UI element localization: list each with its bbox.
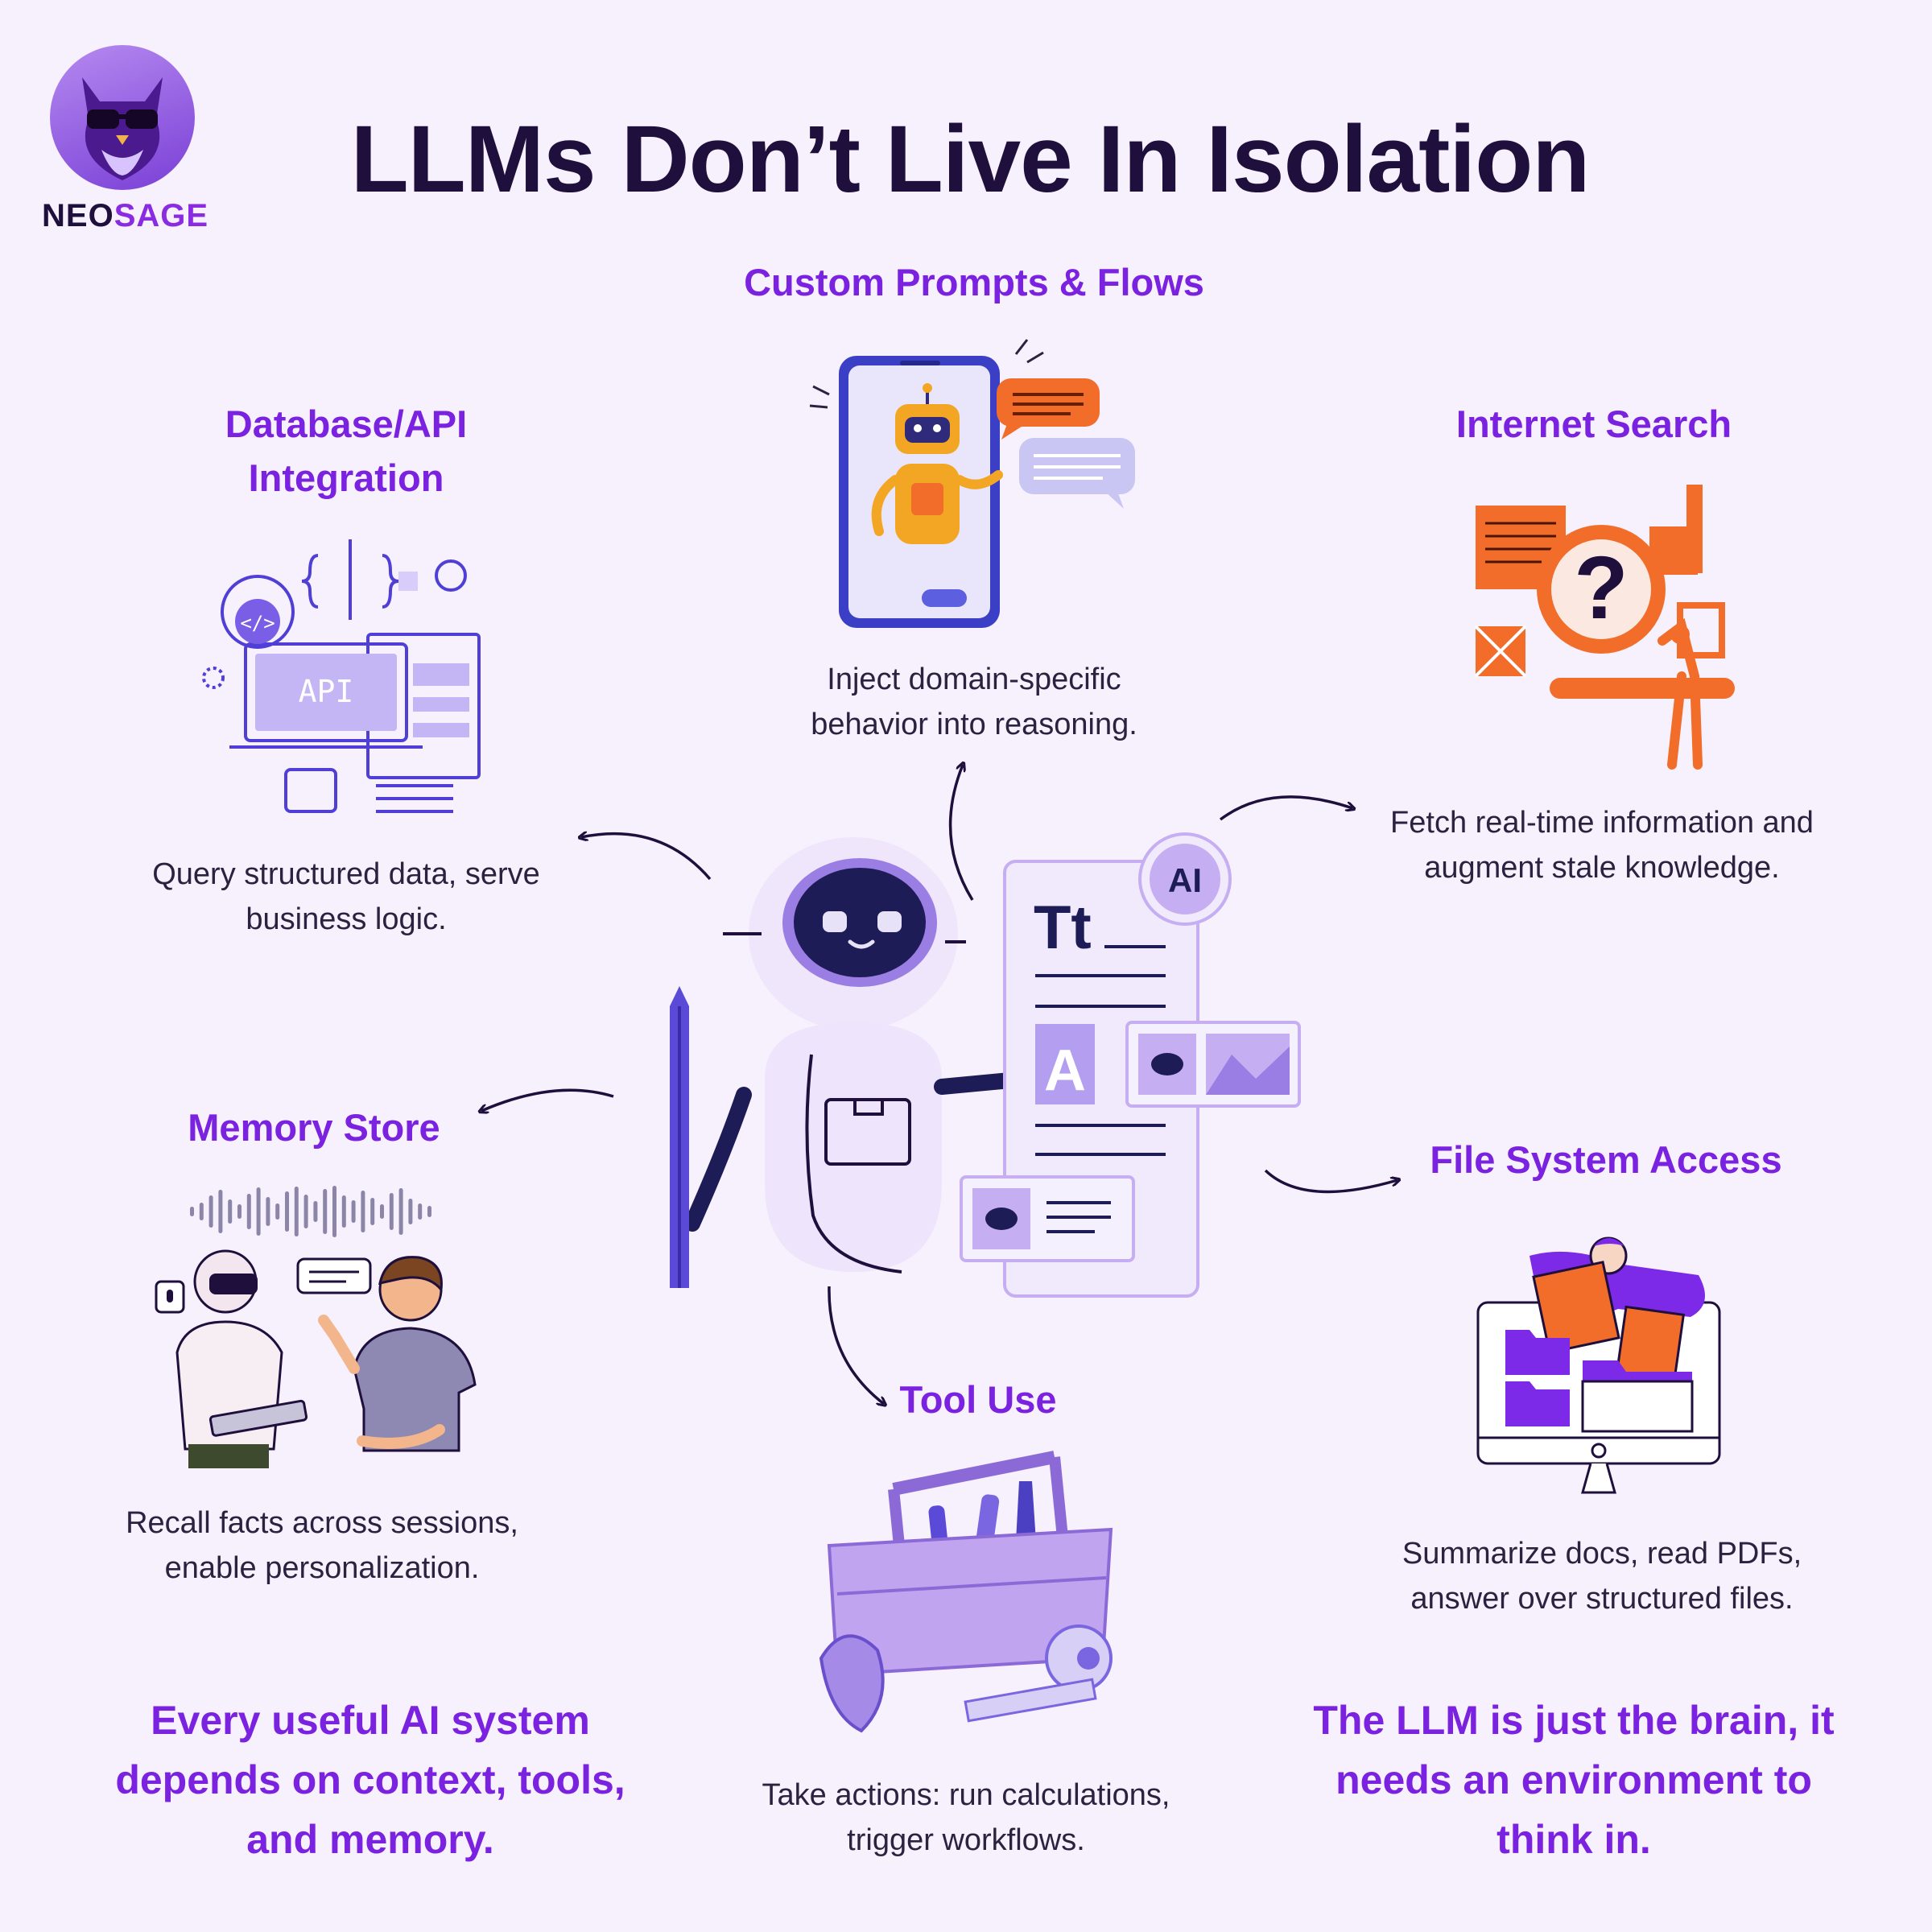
- tools-heading: Tool Use: [899, 1378, 1057, 1421]
- arrow-to-memory: [481, 1088, 614, 1111]
- waveform-bar: [389, 1193, 394, 1230]
- waveform-bar: [303, 1195, 308, 1228]
- doc-type-label: Tt: [1034, 894, 1092, 962]
- ai-badge: AI: [1168, 861, 1202, 899]
- api-illustration: </> API: [202, 539, 481, 813]
- tools-description: Take actions: run calculations, trigger …: [762, 1778, 1170, 1858]
- waveform-bar: [313, 1201, 318, 1222]
- memory-description: Recall facts across sessions, enable per…: [126, 1506, 518, 1586]
- arrow-to-internet: [1219, 795, 1352, 821]
- database-heading: Database/API Integration: [225, 402, 468, 499]
- page-title: LLMs Don’t Live In Isolation: [350, 106, 1591, 213]
- brand-suffix: SAGE: [114, 198, 209, 233]
- phone-robot-illustration: [809, 339, 1135, 628]
- waveform-bar: [418, 1203, 423, 1220]
- internet-search-illustration: ?: [1474, 485, 1735, 770]
- waveform-bar: [332, 1186, 336, 1237]
- brand-wordmark: NEOSAGE: [42, 198, 208, 234]
- svg-text:?: ?: [1574, 539, 1628, 638]
- footer-right: The LLM is just the brain, it needs an e…: [1313, 1698, 1835, 1862]
- api-label: API: [299, 674, 354, 709]
- waveform-bar: [341, 1195, 346, 1228]
- prompts-description: Inject domain-specific behavior into rea…: [811, 663, 1137, 742]
- waveform-bar: [275, 1203, 280, 1220]
- arrow-to-files: [1264, 1169, 1397, 1194]
- waveform-bar: [361, 1191, 365, 1232]
- toolbox-illustration: [819, 1451, 1113, 1733]
- waveform-bar: [228, 1199, 233, 1224]
- waveform-bar: [208, 1195, 213, 1228]
- memory-heading: Memory Store: [188, 1106, 440, 1149]
- brand-prefix: NEO: [42, 198, 114, 233]
- database-description: Query structured data, serve business lo…: [152, 857, 540, 937]
- waveform-bar: [294, 1187, 299, 1236]
- files-heading: File System Access: [1430, 1138, 1782, 1181]
- waveform-bar: [199, 1203, 204, 1220]
- waveform-bar: [323, 1189, 328, 1234]
- arrow-to-database: [581, 834, 712, 881]
- prompts-heading: Custom Prompts & Flows: [744, 261, 1204, 303]
- waveform-bar: [190, 1207, 194, 1216]
- doc-letter: A: [1044, 1038, 1086, 1103]
- internet-description: Fetch real-time information and augment …: [1390, 806, 1814, 886]
- waveform-bar: [370, 1198, 375, 1225]
- waveform-bar: [408, 1199, 413, 1224]
- svg-text:</>: </>: [240, 612, 275, 634]
- human-robot-conversation-illustration: [155, 1249, 477, 1468]
- arrow-to-tools: [828, 1286, 884, 1404]
- waveform-bar: [351, 1200, 356, 1223]
- waveform-bar: [266, 1197, 270, 1226]
- file-system-illustration: [1476, 1236, 1721, 1494]
- central-robot-illustration: AI Tt A: [670, 832, 1301, 1298]
- waveform-bar: [285, 1191, 289, 1232]
- waveform-bar: [218, 1190, 223, 1233]
- waveform-bar: [246, 1194, 251, 1229]
- owl-icon: [82, 77, 163, 180]
- files-description: Summarize docs, read PDFs, answer over s…: [1402, 1537, 1802, 1616]
- brand-logo: [50, 45, 195, 190]
- internet-heading: Internet Search: [1455, 402, 1732, 445]
- waveform-bar: [398, 1188, 403, 1235]
- waveform-bar: [427, 1206, 431, 1217]
- footer-left: Every useful AI system depends on contex…: [115, 1698, 625, 1862]
- waveform-bar: [380, 1204, 384, 1219]
- voice-waveform-icon: [190, 1186, 431, 1237]
- arrow-to-prompts: [948, 765, 974, 901]
- waveform-bar: [256, 1187, 261, 1236]
- waveform-bar: [237, 1204, 242, 1219]
